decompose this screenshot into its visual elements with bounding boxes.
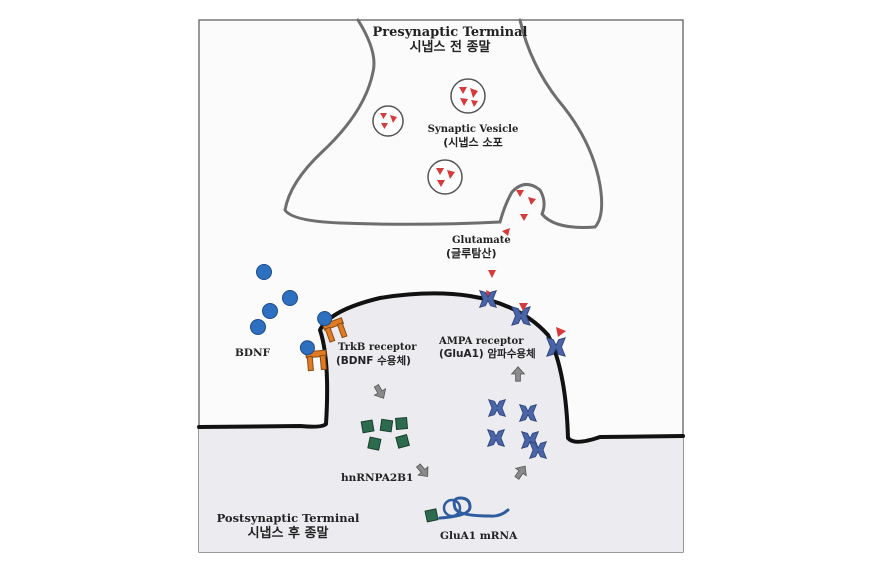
bdnf-molecules [250, 264, 298, 335]
synaptic-vesicle [372, 105, 404, 137]
bdnf-label: BDNF [235, 347, 271, 359]
vesicle-label-ko: (시냅스 소포 [443, 136, 503, 149]
vesicle-label: Synaptic Vesicle [427, 124, 519, 135]
postsynaptic-membrane [197, 291, 685, 444]
trkb-label: TrkB receptor [338, 342, 417, 353]
hnrnpa2b1-label: hnRNPA2B1 [341, 472, 414, 484]
glua1-mrna-label: GluA1 mRNA [440, 530, 518, 542]
postsynaptic-region [199, 293, 683, 552]
glutamate-label-ko: (글루탐산) [446, 247, 497, 260]
glutamate-bound [556, 327, 566, 337]
synaptic-vesicle [427, 159, 463, 195]
postsynaptic-title-ko: 시냅스 후 종말 [247, 526, 329, 541]
glutamate-molecules [486, 214, 528, 298]
presynaptic-title-ko: 시냅스 전 종말 [409, 40, 491, 55]
presynaptic-membrane [283, 18, 604, 229]
glua1-mrna [438, 496, 510, 520]
ampa-label-ko: (GluA1) 암파수용체 [439, 348, 536, 360]
glutamate-bound [519, 303, 528, 311]
fusing-vesicle-glutamate [516, 190, 536, 205]
postsynaptic-title: Postsynaptic Terminal [216, 511, 360, 525]
trkb-receptor [299, 340, 327, 372]
synaptic-vesicle [450, 78, 486, 114]
presynaptic-title: Presynaptic Terminal [372, 25, 528, 40]
ampa-label: AMPA receptor [439, 336, 524, 347]
trkb-label-ko: (BDNF 수용체) [336, 355, 411, 367]
glutamate-label: Glutamate [452, 235, 511, 246]
hnrnpa2b1-molecules [360, 416, 439, 523]
trkb-receptor [317, 311, 348, 343]
